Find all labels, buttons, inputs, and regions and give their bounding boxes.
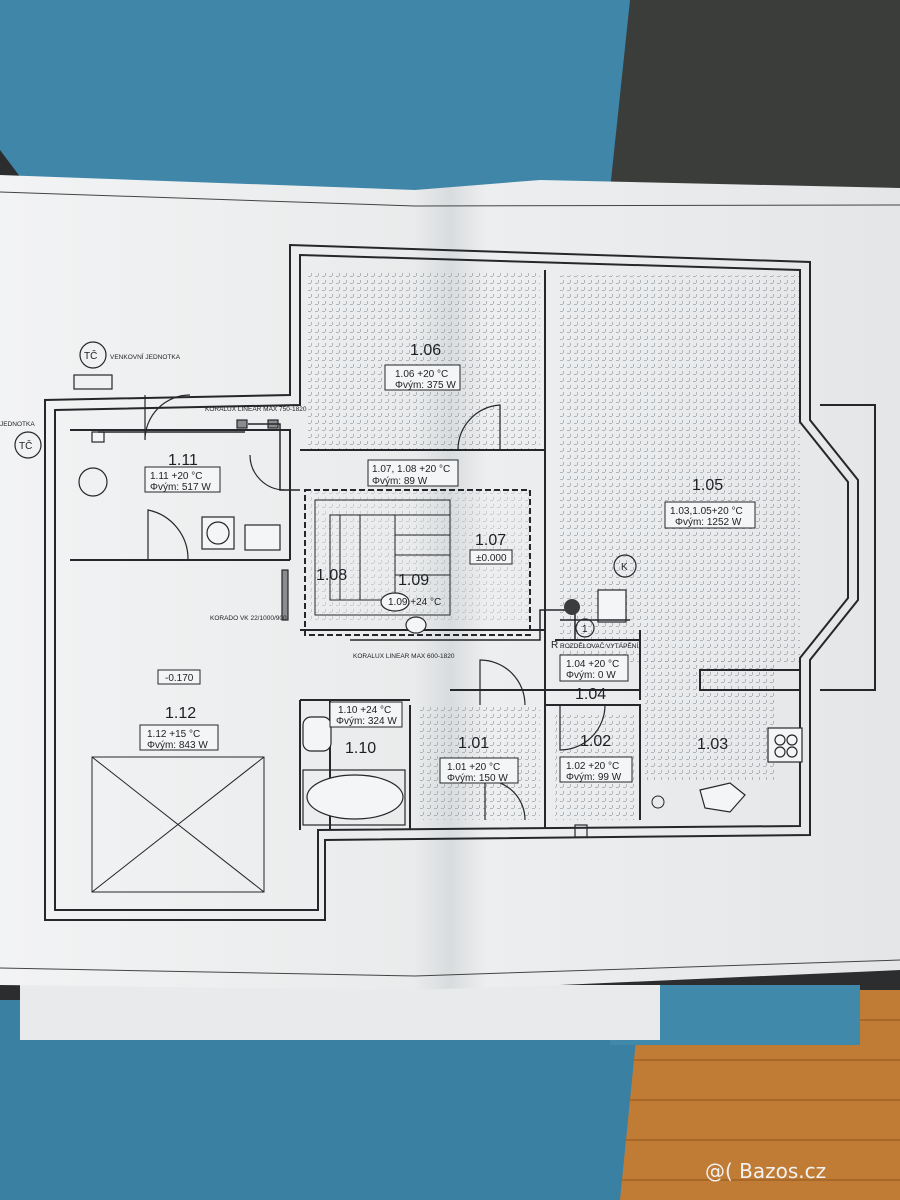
room-1078-line1: 1.07, 1.08 +20 °C bbox=[372, 464, 450, 475]
room-111-number: 1.11 bbox=[168, 452, 198, 469]
one-symbol bbox=[575, 618, 595, 638]
heating-loop-106 bbox=[305, 270, 540, 450]
room-1078-box bbox=[367, 459, 459, 487]
thermostat-icon bbox=[78, 467, 108, 497]
room-109-number: 1.09 bbox=[398, 572, 429, 589]
watermark: @( Bazos.cz bbox=[705, 1159, 826, 1183]
room-107-number: 1.07 bbox=[475, 532, 506, 549]
room-110-line2: Φvým: 324 W bbox=[336, 716, 397, 727]
room-104-line2: Φvým: 0 W bbox=[566, 670, 616, 681]
room-105-number: 1.05 bbox=[692, 477, 723, 494]
room-102-line2: Φvým: 99 W bbox=[566, 772, 622, 783]
heating-loop-103 bbox=[645, 660, 775, 780]
paper-sheet-under bbox=[20, 985, 660, 1040]
room-110-line1: 1.10 +24 °C bbox=[338, 705, 391, 716]
label-rozdelovac: ROZDĚLOVAČ VYTÁPĚNÍ bbox=[560, 641, 638, 650]
room-106-line1: 1.06 +20 °C bbox=[395, 369, 448, 380]
snowflake-icon bbox=[651, 795, 665, 809]
blue-folder-bottom bbox=[0, 1000, 640, 1200]
room-104-number: 1.04 bbox=[575, 686, 606, 703]
room-102-box bbox=[559, 756, 633, 783]
bathtub bbox=[306, 774, 404, 820]
tc-symbol-left bbox=[14, 431, 42, 459]
room-111-line2: Φvým: 517 W bbox=[150, 482, 211, 493]
room-101-box bbox=[439, 757, 519, 784]
room-103-number: 1.03 bbox=[697, 736, 728, 753]
walls bbox=[44, 243, 876, 921]
label-koralux-mid: KORALUX LINEAR MAX 600-1820 bbox=[353, 653, 455, 660]
label-koralux-top: KORALUX LINEAR MAX 750-1820 bbox=[205, 406, 307, 413]
room-111-line1: 1.11 +20 °C bbox=[150, 471, 202, 482]
room-105-box bbox=[664, 501, 756, 529]
sink bbox=[699, 782, 746, 813]
room-106-number: 1.06 bbox=[410, 342, 441, 359]
room-101-number: 1.01 bbox=[458, 735, 489, 752]
room-101-line2: Φvým: 150 W bbox=[447, 773, 508, 784]
room-112-number: 1.12 bbox=[165, 705, 196, 722]
heating-loop-105 bbox=[560, 275, 800, 665]
room-108-number: 1.08 bbox=[316, 567, 347, 584]
room-104-line1: 1.04 +20 °C bbox=[566, 659, 619, 670]
room-106-box bbox=[384, 364, 461, 391]
label-r: R bbox=[551, 640, 558, 651]
room-102-number: 1.02 bbox=[580, 733, 611, 750]
blue-folder-top bbox=[0, 0, 630, 190]
one-symbol-label: 1 bbox=[582, 624, 588, 635]
room-109-line1: 1.09 +24 °C bbox=[388, 597, 441, 608]
room-105-line1: 1.03,1.05+20 °C bbox=[670, 506, 743, 517]
room-110-box bbox=[329, 701, 403, 728]
label-venkovni-jednotka: VENKOVNÍ JEDNOTKA bbox=[110, 352, 181, 361]
k-symbol-label: K bbox=[621, 562, 628, 573]
room-112-line2: Φvým: 843 W bbox=[147, 740, 208, 751]
room-1078-line2: Φvým: 89 W bbox=[372, 476, 428, 487]
tc-symbol-top bbox=[79, 341, 107, 369]
hob bbox=[767, 727, 803, 763]
room-112-elevation: -0.170 bbox=[165, 673, 194, 684]
room-102-line1: 1.02 +20 °C bbox=[566, 761, 619, 772]
room-110-number: 1.10 bbox=[345, 740, 376, 757]
fixtures bbox=[73, 374, 803, 838]
garage-x bbox=[91, 756, 265, 893]
room-107-elevation: ±0.000 bbox=[476, 553, 507, 564]
room-112-line1: 1.12 +15 °C bbox=[147, 729, 200, 740]
label-jednotka: JEDNOTKA bbox=[0, 421, 35, 428]
room-112-box bbox=[139, 724, 219, 751]
room-104-box bbox=[559, 654, 629, 682]
room-107-elev-box bbox=[469, 549, 513, 565]
label-korado: KORADO VK 22/1000/900 bbox=[210, 615, 287, 622]
tc-symbol-left-label: TČ bbox=[19, 439, 32, 452]
dark-fabric bbox=[600, 0, 900, 200]
toilet bbox=[302, 716, 332, 752]
manifold-icon bbox=[564, 599, 580, 615]
room-106-line2: Φvým: 375 W bbox=[395, 380, 456, 391]
room-101-line1: 1.01 +20 °C bbox=[447, 762, 500, 773]
tc-symbol-top-label: TČ bbox=[84, 349, 97, 362]
k-symbol bbox=[613, 554, 637, 578]
paper-border-line bbox=[0, 191, 900, 977]
room-112-elev-box bbox=[157, 669, 201, 685]
room-105-line2: Φvým: 1252 W bbox=[675, 517, 742, 528]
room-111-box bbox=[144, 466, 221, 493]
